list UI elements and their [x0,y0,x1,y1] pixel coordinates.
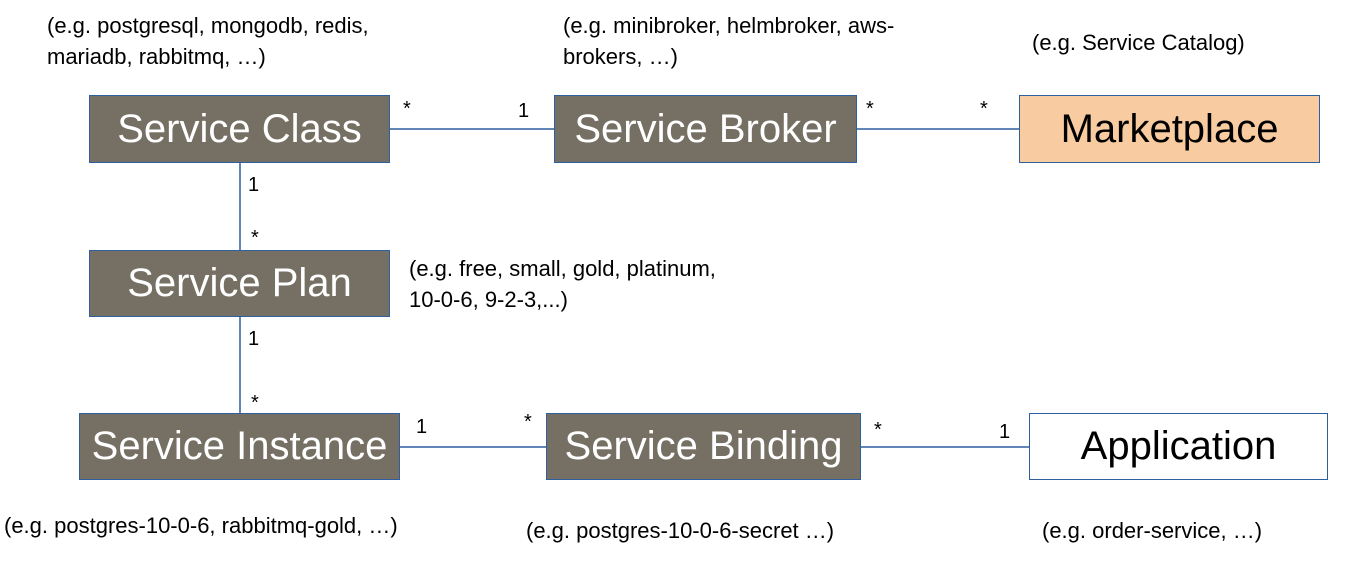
mult-class-broker-class-end: * [403,98,411,120]
mult-plan-instance-instance-end: * [251,392,259,414]
service-broker-examples: (e.g. minibroker, helmbroker, aws- broke… [563,13,895,69]
service-plan-examples: (e.g. free, small, gold, platinum, 10-0-… [409,256,716,312]
mult-class-broker-broker-end: 1 [518,100,530,122]
service-broker-box: Service Broker [554,95,857,163]
application-box: Application [1029,413,1328,480]
mult-binding-application-binding-end: * [874,419,882,441]
service-class-examples: (e.g. postgresql, mongodb, redis, mariad… [47,13,369,69]
marketplace-examples: (e.g. Service Catalog) [1032,30,1245,55]
service-instance-examples: (e.g. postgres-10-0-6, rabbitmq-gold, …) [4,513,398,538]
service-binding-box: Service Binding [546,413,861,480]
mult-broker-marketplace-broker-end: * [866,98,874,120]
mult-plan-instance-plan-end: 1 [248,328,260,350]
marketplace-box: Marketplace [1019,95,1320,163]
service-class-box: Service Class [89,95,390,163]
mult-broker-marketplace-marketplace-end: * [980,98,988,120]
mult-instance-binding-instance-end: 1 [416,416,428,438]
mult-class-plan-plan-end: * [251,227,259,249]
service-plan-box: Service Plan [89,250,390,317]
application-examples: (e.g. order-service, …) [1042,518,1263,543]
mult-binding-application-application-end: 1 [999,421,1011,443]
mult-instance-binding-binding-end: * [524,411,532,433]
mult-class-plan-class-end: 1 [248,174,260,196]
service-instance-box: Service Instance [79,413,400,480]
service-binding-examples: (e.g. postgres-10-0-6-secret …) [526,518,835,543]
